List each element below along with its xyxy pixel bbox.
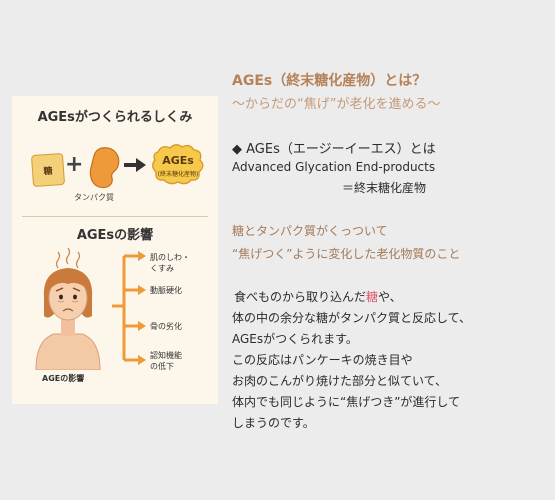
catch-line-1: 糖とタンパク質がくっついて (232, 224, 388, 238)
catch-line-2: “焦げつく”ように変化した老化物質のこと (232, 247, 461, 261)
body-line-2: 体の中の余分な糖がタンパク質と反応して、 (232, 311, 472, 325)
divider (22, 216, 208, 217)
effects-branch-arrows (112, 251, 146, 365)
body-line-3: AGEsがつくられます。 (232, 332, 358, 346)
body-line-1-post: や、 (378, 290, 402, 304)
definition-english: Advanced Glycation End-products (232, 160, 436, 174)
definition-japanese: ＝終末糖化産物 (342, 181, 427, 195)
plus-icon: + (65, 152, 84, 177)
page-title: AGEs（終末糖化産物）とは？ (232, 73, 427, 89)
effect-skin: 肌のしわ・ くすみ (150, 252, 190, 274)
body-line-1: 食べものから取り込んだ糖や、 (234, 288, 402, 305)
sugar-cube-icon: 糖 (30, 152, 66, 188)
effect-cognitive-line1: 認知機能 (150, 351, 182, 360)
definition-heading: ◆ AGEs（エージーイーエス）とは (232, 142, 436, 157)
body-line-7: しまうのです。 (232, 416, 315, 430)
body-line-6: 体内でも同じように“焦げつき”が進行して (232, 395, 461, 409)
protein-bean-icon (89, 147, 120, 189)
ages-sub-label: (終末糖化産物) (157, 171, 199, 178)
effect-arteriosclerosis: 動脈硬化 (150, 286, 182, 295)
person-caption: AGEの影響 (42, 374, 85, 383)
body-line-4: この反応はパンケーキの焼き目や (232, 353, 413, 367)
arrow-right-icon (124, 158, 146, 172)
effect-skin-line2: くすみ (150, 264, 174, 273)
ages-blob-icon (152, 144, 204, 185)
page-subtitle: 〜からだの“焦げ”が老化を進める〜 (232, 97, 441, 112)
infographic-title: AGEsがつくられるしくみ (37, 110, 193, 125)
ages-label: AGEs (162, 154, 194, 167)
body-line-5: お肉のこんがり焼けた部分と似ていて、 (232, 374, 448, 388)
highlight-sugar: 糖 (366, 290, 379, 304)
effect-skin-line1: 肌のしわ・ (150, 253, 190, 262)
effect-bone: 骨の劣化 (150, 322, 182, 331)
protein-label: タンパク質 (74, 193, 114, 202)
body-line-1-pre: 食べものから取り込んだ (234, 290, 367, 304)
infographic-card: AGEsがつくられるしくみ 糖 + タンパク質 AGEs (終末糖化産物) AG… (12, 96, 218, 404)
effects-title: AGEsの影響 (76, 228, 154, 243)
sugar-label: 糖 (43, 166, 53, 177)
tired-woman-illustration (35, 247, 101, 370)
effect-cognitive: 認知機能 の低下 (150, 350, 182, 372)
effect-cognitive-line2: の低下 (150, 362, 174, 371)
